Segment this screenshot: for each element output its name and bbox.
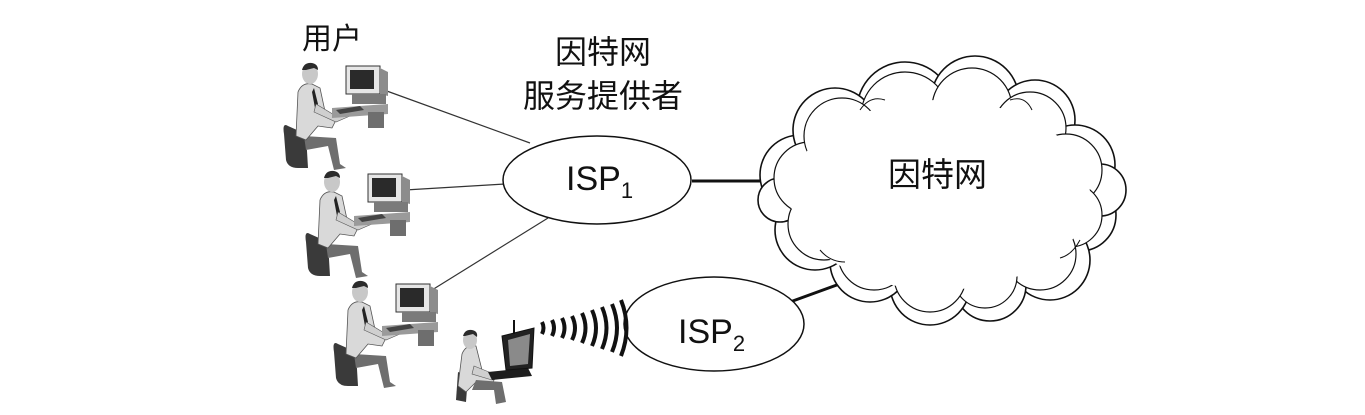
desktop-user-icon [283,62,389,171]
desktop-user-icon [305,170,411,279]
users-label: 用户 [302,22,362,57]
isp1-sub: 1 [620,178,634,203]
wireless-signal-icon [540,299,629,357]
internet-label: 因特网 [888,155,987,194]
link-isp2-internet [789,280,846,304]
laptop-user-icon [456,320,535,404]
isp1-label: ISP1 [566,160,633,204]
isp1-main: ISP [566,160,621,198]
isp2-main: ISP [678,313,733,351]
isp-title-line1: 因特网 [554,33,651,71]
link-user1-isp1 [383,89,531,144]
isp1-node [502,135,692,225]
isp2-node [623,276,805,372]
link-user3-isp1 [431,217,549,291]
isp2-sub: 2 [732,331,746,356]
isp2-label: ISP2 [678,313,745,357]
link-user2-isp1 [404,183,506,191]
desktop-user-icon [333,280,439,389]
isp-title: 因特网 服务提供者 [498,30,708,118]
isp-title-line2: 服务提供者 [522,77,683,115]
internet-cloud-icon [757,55,1127,326]
